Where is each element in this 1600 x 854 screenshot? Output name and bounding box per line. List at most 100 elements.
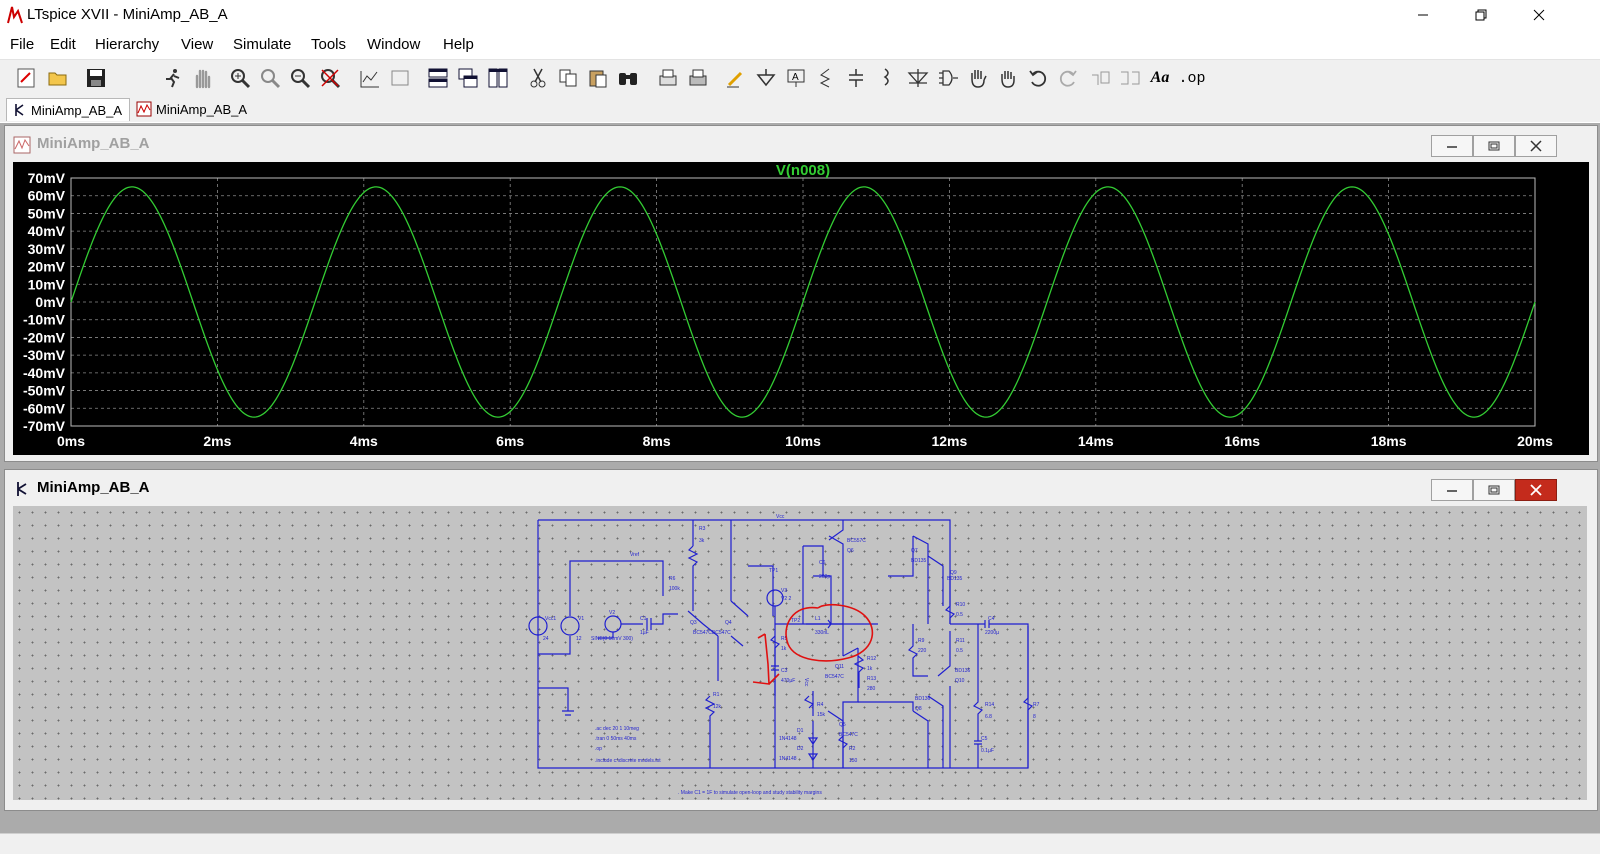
drag-button[interactable] (996, 66, 1020, 90)
label-r12-value: 1k (867, 666, 873, 672)
x-tick-label: 4ms (350, 433, 378, 449)
menu-view[interactable]: View (181, 36, 214, 53)
undo-button[interactable] (1026, 66, 1050, 90)
open-icon (48, 72, 67, 86)
tab-label: MiniAmp_AB_A (156, 101, 248, 117)
directive-tran[interactable]: .tran 0 50ms 40ms (595, 736, 637, 742)
mirror-button[interactable] (1118, 66, 1142, 90)
run-button[interactable] (160, 66, 184, 90)
label-q5-model: BC547C (839, 732, 858, 738)
save-button[interactable] (84, 66, 108, 90)
redo-button[interactable] (1056, 66, 1080, 90)
diode-button[interactable] (906, 66, 930, 90)
drag-icon (1001, 71, 1015, 88)
y-tick-label: -70mV (23, 418, 66, 434)
label-r2: R2 (849, 746, 856, 752)
waveform-close-button[interactable] (1515, 135, 1557, 157)
label-q6: Q6 (847, 548, 854, 554)
x-tick-label: 10ms (785, 433, 821, 449)
new-schematic-button[interactable] (14, 66, 38, 90)
schematic-drawing: Vcc Vref TP1 TP2 R3 3k R6 100k Vcc1 24 V… (528, 514, 1040, 796)
schematic-close-button[interactable] (1515, 479, 1557, 501)
draw-wire-button[interactable] (724, 66, 748, 90)
menu-hierarchy[interactable]: Hierarchy (95, 36, 160, 53)
cascade-button[interactable] (456, 66, 480, 90)
label-tp2: TP2 (791, 618, 800, 624)
waveform-plot[interactable]: 70mV60mV50mV40mV30mV20mV10mV0mV-10mV-20m… (13, 162, 1589, 455)
label-r10: R10 (956, 602, 965, 608)
schematic-minimize-button[interactable] (1431, 479, 1473, 501)
menu-window[interactable]: Window (367, 36, 421, 53)
cascade-icon (458, 68, 478, 88)
directive-include[interactable]: .include c:\discrete models.txt (595, 758, 661, 764)
minimize-button[interactable] (1394, 0, 1452, 30)
print-button[interactable] (686, 66, 710, 90)
waveform-minimize-button[interactable] (1431, 135, 1473, 157)
menu-tools[interactable]: Tools (311, 36, 347, 53)
zoom-in-button[interactable] (228, 66, 252, 90)
cut-button[interactable] (526, 66, 550, 90)
y-tick-label: 20mV (28, 259, 66, 275)
label-d2: D2 (797, 746, 804, 752)
waveform-maximize-button[interactable] (1473, 135, 1515, 157)
copy-button[interactable] (556, 66, 580, 90)
zoom-out-button[interactable] (288, 66, 312, 90)
find-button[interactable] (616, 66, 640, 90)
schematic-maximize-button[interactable] (1473, 479, 1515, 501)
rotate-button[interactable] (1088, 66, 1112, 90)
delete-traces-button[interactable] (388, 66, 412, 90)
spice-directive-button[interactable]: .op (1178, 66, 1206, 90)
paste-button[interactable] (586, 66, 610, 90)
inductor-icon (883, 68, 889, 86)
close-icon (1530, 140, 1542, 152)
open-button[interactable] (46, 66, 70, 90)
restore-button[interactable] (1452, 0, 1510, 30)
label-q7: Q7 (911, 548, 918, 554)
capacitor-button[interactable] (844, 66, 868, 90)
inductor-button[interactable] (874, 66, 898, 90)
text-button[interactable]: Aa (1148, 66, 1172, 90)
menu-edit[interactable]: Edit (50, 36, 76, 53)
menu-file[interactable]: File (10, 36, 35, 53)
y-tick-label: 70mV (28, 170, 66, 186)
zoom-cancel-button[interactable] (318, 66, 342, 90)
move-button[interactable] (966, 66, 990, 90)
zoom-cancel-icon (321, 69, 341, 89)
halt-button[interactable] (190, 66, 214, 90)
zoom-area-button[interactable] (258, 66, 282, 90)
directive-op[interactable]: .op (595, 746, 602, 752)
schematic-window-titlebar[interactable]: MiniAmp_AB_A (5, 470, 1597, 504)
label-r6: R6 (669, 576, 676, 582)
print-preview-button[interactable] (656, 66, 680, 90)
directive-ac[interactable]: .ac dec 20 1 10meg (595, 726, 639, 732)
tab-schematic[interactable]: MiniAmp_AB_A (6, 98, 130, 121)
close-icon (1530, 484, 1542, 496)
maximize-icon (1488, 141, 1500, 151)
rotate-icon (1092, 71, 1110, 85)
y-tick-label: -30mV (23, 347, 66, 363)
label-r11: R11 (956, 638, 965, 644)
tile-vertical-icon (488, 68, 508, 88)
schematic-note[interactable]: . Make C1 = 1F to simulate open-loop and… (678, 790, 822, 796)
label-q3q4: BC547CBC547C (693, 630, 731, 636)
spice-directive-icon: .op (1178, 69, 1206, 87)
label-net-button[interactable]: A (784, 66, 808, 90)
ground-button[interactable] (754, 66, 778, 90)
waveform-window-titlebar[interactable]: MiniAmp_AB_A (5, 126, 1597, 160)
save-icon (87, 69, 105, 87)
component-button[interactable] (936, 66, 960, 90)
tile-vertical-button[interactable] (486, 66, 510, 90)
tab-waveform[interactable]: MiniAmp_AB_A (132, 98, 254, 120)
menu-simulate[interactable]: Simulate (233, 36, 292, 53)
tile-horizontal-button[interactable] (426, 66, 450, 90)
label-r7: R7 (1033, 702, 1040, 708)
y-tick-label: -20mV (23, 329, 66, 345)
close-button[interactable] (1510, 0, 1568, 30)
menu-help[interactable]: Help (443, 36, 474, 53)
label-vcc-sub: Vcc (803, 678, 809, 687)
autorange-button[interactable] (358, 66, 382, 90)
schematic-canvas[interactable]: Vcc Vref TP1 TP2 R3 3k R6 100k Vcc1 24 V… (13, 506, 1587, 800)
resistor-button[interactable] (814, 66, 838, 90)
move-icon (971, 70, 987, 88)
